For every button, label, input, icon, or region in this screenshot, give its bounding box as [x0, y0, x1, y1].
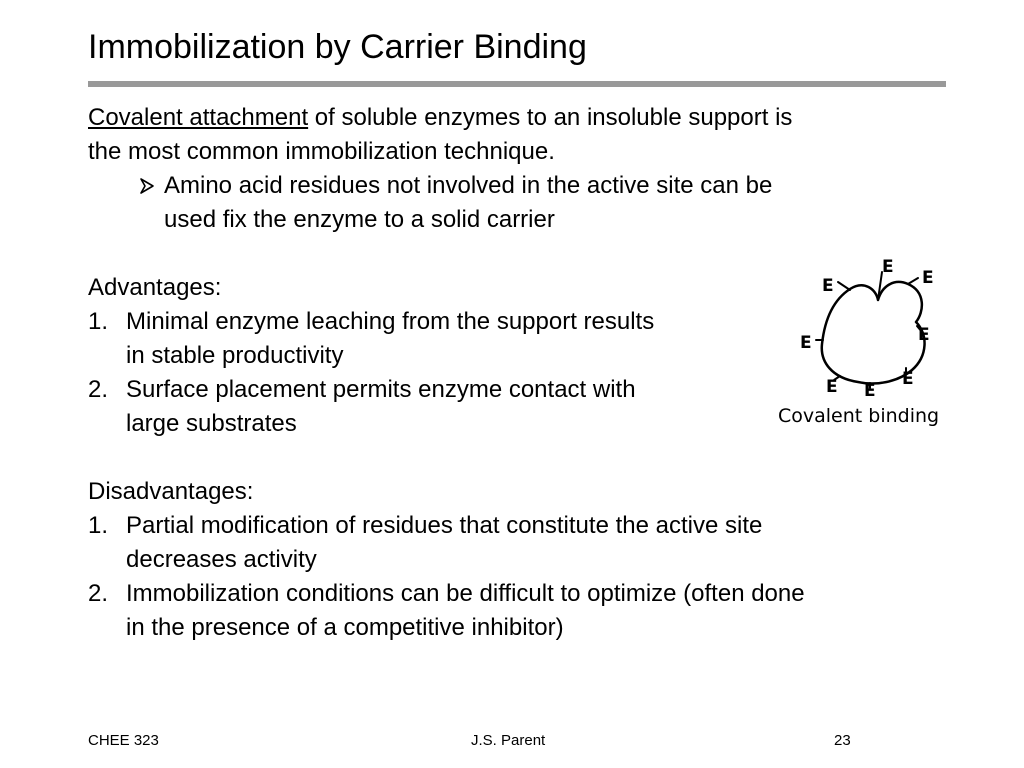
covalent-linkers: [815, 271, 923, 389]
intro-line-2: the most common immobilization technique…: [88, 138, 555, 165]
advantage-2-line-1: Surface placement permits enzyme contact…: [126, 376, 636, 403]
covalent-binding-diagram: E E E E E E E E Covalent binding: [778, 257, 939, 427]
disadvantage-2-number: 2.: [88, 580, 109, 607]
enzyme-label: E: [918, 325, 930, 345]
advantage-2-line-2: large substrates: [126, 410, 297, 437]
enzyme-label: E: [826, 377, 838, 397]
footer-page-number: 23: [834, 732, 851, 749]
advantage-1-line-2: in stable productivity: [126, 342, 344, 369]
bullet-line-2: used fix the enzyme to a solid carrier: [164, 206, 555, 233]
disadvantage-1-line-1: Partial modification of residues that co…: [126, 512, 763, 539]
disadvantage-1-number: 1.: [88, 512, 109, 539]
intro-underlined-term: Covalent attachment: [88, 104, 309, 131]
advantages-heading: Advantages:: [88, 274, 222, 301]
footer-author: J.S. Parent: [471, 732, 546, 749]
title-divider: [88, 81, 946, 87]
enzyme-label: E: [922, 268, 934, 288]
diagram-caption: Covalent binding: [778, 405, 939, 427]
enzyme-label: E: [822, 276, 834, 296]
enzyme-label: E: [864, 381, 876, 401]
disadvantage-2-line-2: in the presence of a competitive inhibit…: [126, 614, 564, 641]
arrow-bullet-icon: [140, 178, 154, 194]
enzyme-label: E: [882, 257, 894, 277]
intro-rest: of soluble enzymes to an insoluble suppo…: [308, 104, 793, 131]
advantage-1-number: 1.: [88, 308, 109, 335]
disadvantage-1-line-2: decreases activity: [126, 546, 317, 573]
advantage-2-number: 2.: [88, 376, 109, 403]
disadvantage-2-line-1: Immobilization conditions can be difficu…: [126, 580, 805, 607]
advantage-1-line-1: Minimal enzyme leaching from the support…: [126, 308, 655, 335]
enzyme-label: E: [800, 333, 812, 353]
slide-title: Immobilization by Carrier Binding: [88, 28, 587, 66]
disadvantages-heading: Disadvantages:: [88, 478, 254, 505]
enzyme-label: E: [902, 369, 914, 389]
footer-course-code: CHEE 323: [88, 732, 159, 749]
carrier-support-shape: [820, 280, 926, 385]
intro-line-1: Covalent attachment of soluble enzymes t…: [88, 101, 792, 135]
bullet-line-1: Amino acid residues not involved in the …: [164, 172, 773, 199]
